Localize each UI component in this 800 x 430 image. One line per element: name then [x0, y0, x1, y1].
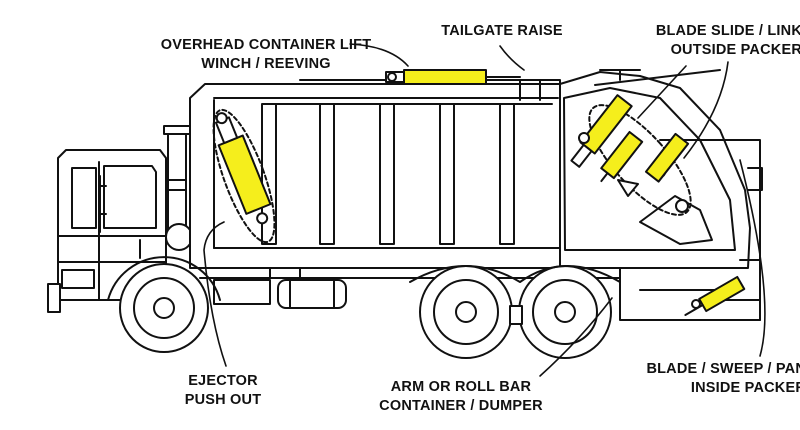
label-overhead-container-lift: OVERHEAD CONTAINER LIFT WINCH / REEVING: [148, 36, 384, 74]
label-line: ARM OR ROLL BAR: [390, 379, 532, 395]
blade-slide-cylinders: [570, 94, 692, 216]
front-wheel: [107, 256, 221, 353]
label-line: WINCH / REEVING: [201, 56, 331, 72]
label-line: TAILGATE RAISE: [441, 23, 563, 39]
label-blade-sweep-pan: BLADE / SWEEP / PAN INSIDE PACKER: [636, 360, 800, 398]
label-blade-slide: BLADE SLIDE / LINK OUTSIDE PACKER: [630, 22, 800, 60]
rear-wheel-2: [518, 265, 612, 359]
label-line: CONTAINER / DUMPER: [379, 398, 543, 414]
label-tailgate-raise: TAILGATE RAISE: [432, 22, 572, 41]
label-line: OVERHEAD CONTAINER LIFT: [160, 37, 372, 53]
label-line: BLADE SLIDE / LINK: [655, 23, 800, 39]
label-line: BLADE / SWEEP / PAN: [646, 361, 800, 377]
ejector-cylinder: [212, 108, 276, 244]
label-ejector: EJECTOR PUSH OUT: [168, 372, 278, 410]
label-line: OUTSIDE PACKER: [670, 42, 800, 58]
packer-body: [189, 79, 621, 279]
fuel-tank: [277, 279, 347, 309]
battery-box: [213, 279, 271, 305]
label-arm-roll-bar: ARM OR ROLL BAR CONTAINER / DUMPER: [368, 378, 554, 416]
label-line: PUSH OUT: [184, 392, 262, 408]
label-line: INSIDE PACKER: [690, 380, 800, 396]
leader-lines: [203, 43, 766, 377]
label-line: EJECTOR: [188, 373, 258, 389]
winch-cylinder: [385, 69, 521, 85]
sweep-cylinder: [684, 275, 746, 316]
rear-wheel-1: [419, 265, 513, 359]
exhaust-stack: [163, 125, 193, 251]
